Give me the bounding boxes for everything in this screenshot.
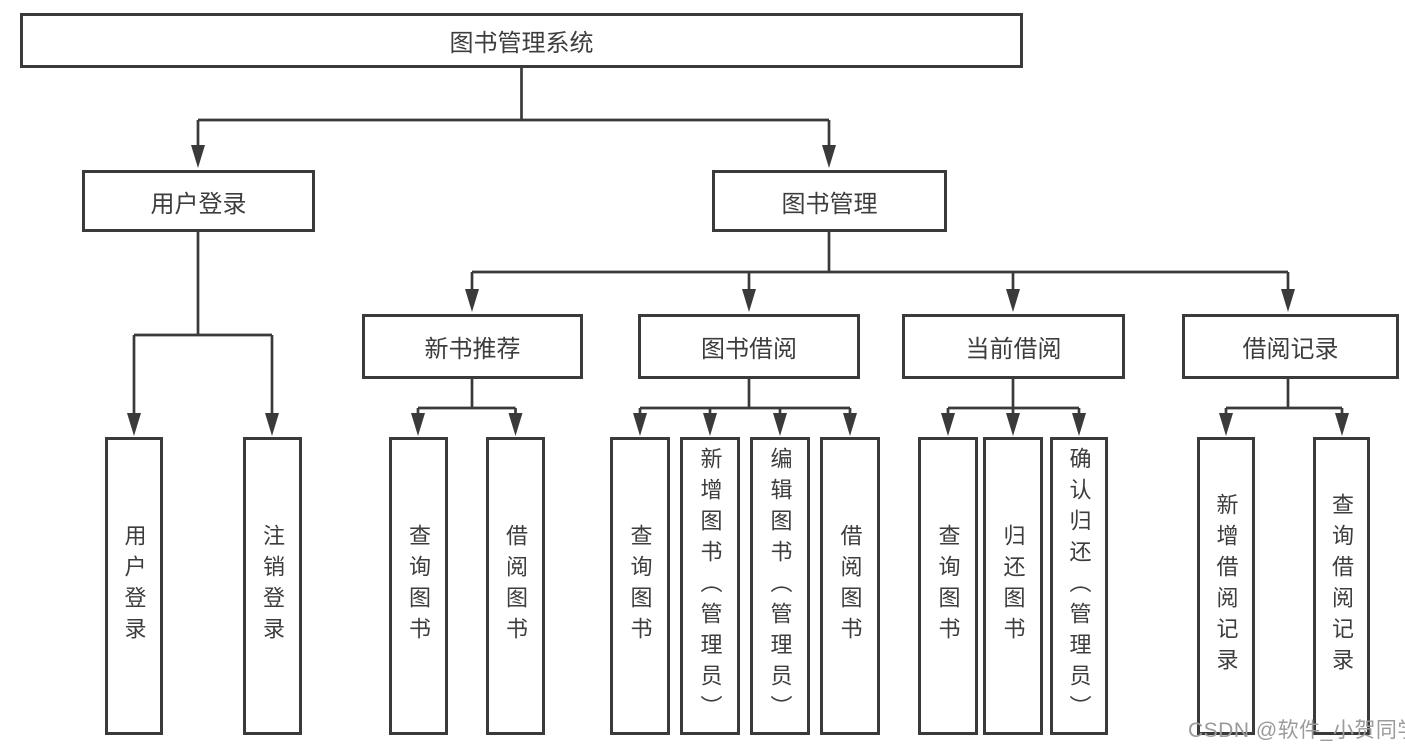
arrowhead-icon [265, 413, 279, 436]
leaf-query-books-3: 查询图书 [918, 437, 978, 735]
arrowhead-icon [822, 145, 836, 168]
arrowhead-icon [1072, 413, 1086, 436]
watermark: CSDN @软件_小贺同学 [1188, 719, 1405, 742]
node-label: 借阅图书 [503, 524, 529, 648]
leaf-query-books-1: 查询图书 [389, 437, 448, 735]
arrowhead-icon [127, 413, 141, 436]
arrowhead-icon [1219, 413, 1233, 436]
leaf-edit-book-admin: 编辑图书（管理员） [750, 437, 810, 735]
leaf-query-borrow-record: 查询借阅记录 [1313, 437, 1370, 735]
leaf-logout: 注销登录 [243, 437, 302, 735]
arrowhead-icon [1006, 413, 1020, 436]
arrowhead-icon [411, 413, 425, 436]
node-label: 图书借阅 [701, 336, 797, 363]
node-label: 图书管理 [781, 190, 878, 218]
arrowhead-icon [1281, 289, 1295, 312]
node-label: 借阅图书 [837, 524, 863, 648]
node-label: 新增借阅记录 [1213, 493, 1239, 679]
arrowhead-icon [191, 145, 205, 168]
node-label: 新书推荐 [424, 336, 521, 363]
arrowhead-icon [941, 413, 955, 436]
leaf-add-borrow-record: 新增借阅记录 [1197, 437, 1255, 735]
leaf-confirm-return-admin: 确认归还（管理员） [1050, 437, 1108, 735]
node-new-book-recommend: 新书推荐 [362, 314, 583, 379]
node-label: 归还图书 [1000, 524, 1026, 648]
leaf-add-book-admin: 新增图书（管理员） [680, 437, 740, 735]
node-label: 查询借阅记录 [1329, 493, 1355, 679]
node-label: 查询图书 [935, 524, 961, 648]
node-current-borrowing: 当前借阅 [902, 314, 1125, 379]
leaf-borrow-books-1: 借阅图书 [486, 437, 545, 735]
node-label: 借阅记录 [1242, 336, 1339, 363]
node-label: 当前借阅 [965, 336, 1062, 363]
leaf-query-books-2: 查询图书 [610, 437, 670, 735]
arrowhead-icon [843, 413, 857, 436]
node-label: 用户登录 [121, 524, 147, 648]
leaf-return-books: 归还图书 [983, 437, 1043, 735]
arrowhead-icon [742, 289, 756, 312]
arrowhead-icon [465, 289, 479, 312]
node-label: 确认归还（管理员） [1066, 446, 1092, 726]
arrowhead-icon [1335, 413, 1349, 436]
leaf-borrow-books-2: 借阅图书 [820, 437, 880, 735]
leaf-user-login: 用户登录 [105, 437, 163, 735]
arrowhead-icon [508, 413, 523, 436]
arrowhead-icon [633, 413, 647, 436]
node-label: 新增图书（管理员） [697, 446, 723, 726]
node-user-login-group: 用户登录 [82, 170, 315, 232]
node-label: 查询图书 [406, 524, 432, 648]
node-book-borrowing: 图书借阅 [638, 314, 860, 379]
node-library-system: 图书管理系统 [20, 13, 1023, 68]
node-label: 编辑图书（管理员） [767, 446, 793, 726]
arrowhead-icon [773, 413, 787, 436]
node-borrow-records: 借阅记录 [1182, 314, 1399, 379]
node-label: 图书管理系统 [449, 30, 594, 57]
node-label: 用户登录 [150, 190, 247, 218]
arrowhead-icon [703, 413, 717, 436]
node-label: 注销登录 [260, 524, 286, 648]
arrowhead-icon [1006, 289, 1020, 312]
node-label: 查询图书 [627, 524, 653, 648]
node-book-management: 图书管理 [712, 170, 947, 232]
